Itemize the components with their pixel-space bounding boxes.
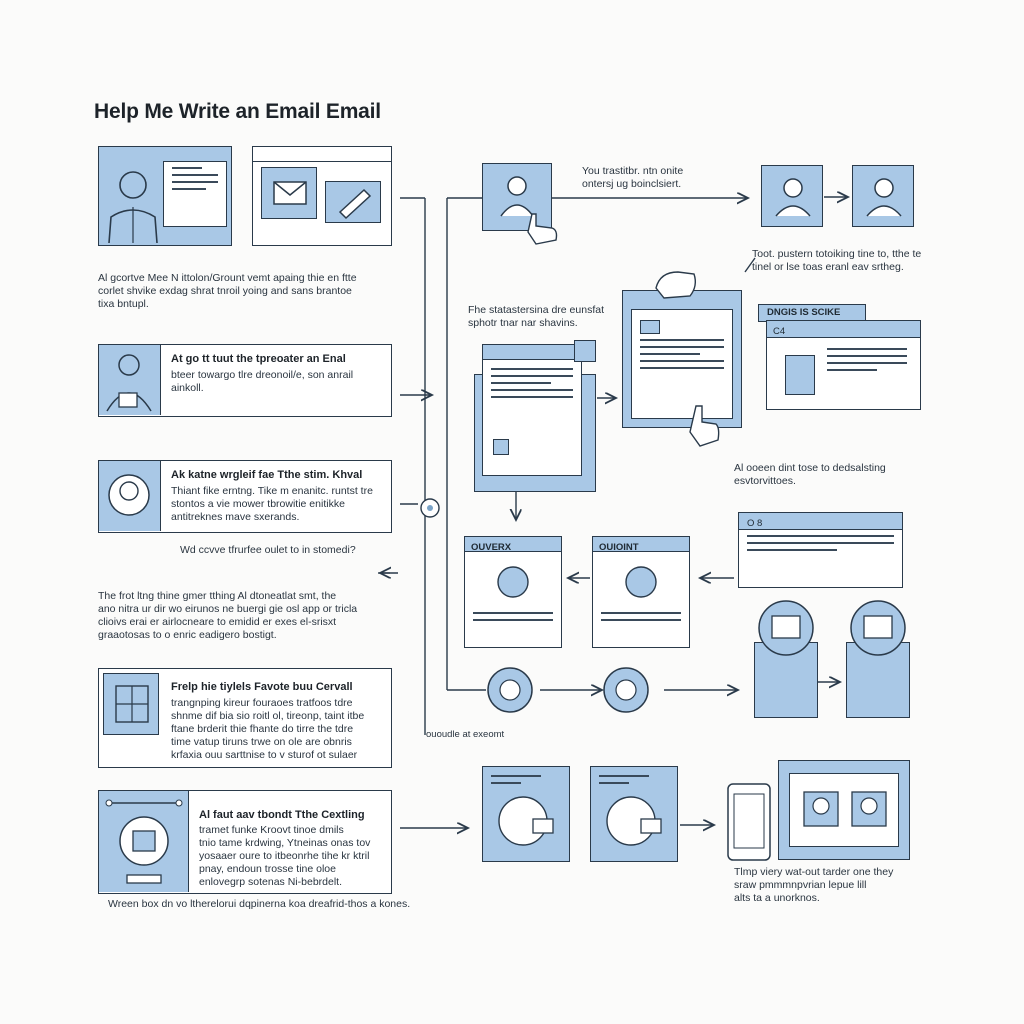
video-call-window[interactable] (778, 760, 910, 860)
avatar-icon (497, 566, 529, 598)
step-card-1-title: At go tt tuut the tpreoater an Enal (171, 353, 346, 365)
profile-card-outline-label: OUIOINT (599, 542, 639, 553)
chat-bubble-icon (498, 796, 554, 846)
step-card-1-body: bteer towargo tlre dreonoil/e, son anrai… (171, 369, 354, 394)
step-card-3-body: trangnping kireur fouraoes tratfoos tdre… (171, 697, 365, 761)
question-caption: Wd ccvve tfrurfee oulet to in stomedi? (180, 544, 356, 556)
person-profile-tile (98, 146, 232, 246)
chat-bubble-icon (606, 796, 662, 846)
small-avatar-badge (574, 340, 596, 362)
process-circles (487, 667, 649, 713)
step-card-4-body: tramet funke Kroovt tinoe dmils tnio tam… (199, 824, 371, 888)
recipient-tile-1[interactable] (761, 165, 823, 227)
step-card-3[interactable]: Frelp hie tiylels Favote buu Cervall tra… (98, 668, 392, 768)
email-window-tile (252, 146, 392, 246)
profile-card-outer-label: OUVERX (471, 542, 512, 553)
right-note: Toot. pustern totoiking tine to, tthe te… (752, 248, 922, 273)
envelope-icon (273, 181, 307, 205)
grid-frame-icon (115, 685, 149, 723)
avatar-icon (625, 566, 657, 598)
connector-label: ououdle at exeomt (426, 729, 505, 740)
phone-icon (727, 783, 771, 861)
step-card-2-body: Thiant fike erntng. Tike m enanitc. runt… (171, 485, 373, 523)
step-card-2[interactable]: Ak katne wrgleif fae Tthe stim. Khval Th… (98, 460, 392, 533)
user-hand-tile[interactable] (482, 163, 552, 231)
step-card-2-title: Ak katne wrgleif fae Tthe stim. Khval (171, 469, 363, 481)
grabbing-hand-icon (655, 271, 697, 299)
edit-window[interactable] (622, 290, 742, 428)
video-participants-icon (803, 791, 887, 827)
small-window[interactable]: O 8 (738, 512, 903, 588)
user-icon (866, 178, 902, 217)
person-laptop-icon (106, 354, 152, 412)
page-title: Help Me Write an Email Email (94, 100, 381, 123)
pointer-hand-icon (527, 213, 558, 245)
document-window[interactable] (482, 344, 582, 476)
step-card-4-title: Al faut aav tbondt Tthe Cextling (199, 809, 365, 821)
pen-icon (338, 188, 372, 220)
mid-note: Al ooeen dint tose to dedsalsting esvtor… (734, 462, 886, 487)
middle-text: The frot ltng thine gmer tthing Al dtone… (98, 590, 358, 641)
top-flow-text: You trastitbr. ntn onite ontersj ug boin… (582, 165, 684, 190)
person-icon (108, 171, 158, 244)
chat-tile-1[interactable] (482, 766, 570, 862)
user-icon (775, 178, 811, 217)
recipient-tile-2[interactable] (852, 165, 914, 227)
bottom-note: Tlmp viery wat-out tarder one they sraw … (734, 866, 894, 904)
monitor-badge-icon (850, 600, 906, 656)
step-card-4[interactable]: Al faut aav tbondt Tthe Cextling tramet … (98, 790, 392, 894)
preview-window[interactable]: C4 (766, 320, 921, 410)
pointer-hand-icon (689, 405, 720, 447)
avatar-circle-icon (108, 474, 150, 516)
window-label: DNGIS IS SCIKE (767, 307, 841, 318)
user-icon (500, 176, 534, 217)
step-card-1[interactable]: At go tt tuut the tpreoater an Enal btee… (98, 344, 392, 417)
bottom-caption: Wreen box dn vo ltherelorui dqpinerna ko… (108, 898, 411, 910)
small-flow-text: Fhe statastersina dre eunsfat sphotr tna… (468, 304, 604, 329)
monitor-badge-icon (758, 600, 814, 656)
chat-tile-2[interactable] (590, 766, 678, 862)
small-window-label: O 8 (747, 518, 763, 529)
step-card-3-title: Frelp hie tiylels Favote buu Cervall (171, 681, 353, 693)
window-tab: C4 (773, 326, 786, 337)
profile-card-outer[interactable]: OUVERX (464, 536, 562, 648)
intro-text: Al gcortve Mee N ittolon/Grount vemt apa… (98, 272, 357, 310)
profile-card-outline[interactable]: OUIOINT (592, 536, 690, 648)
device-badge-icon (105, 799, 183, 884)
